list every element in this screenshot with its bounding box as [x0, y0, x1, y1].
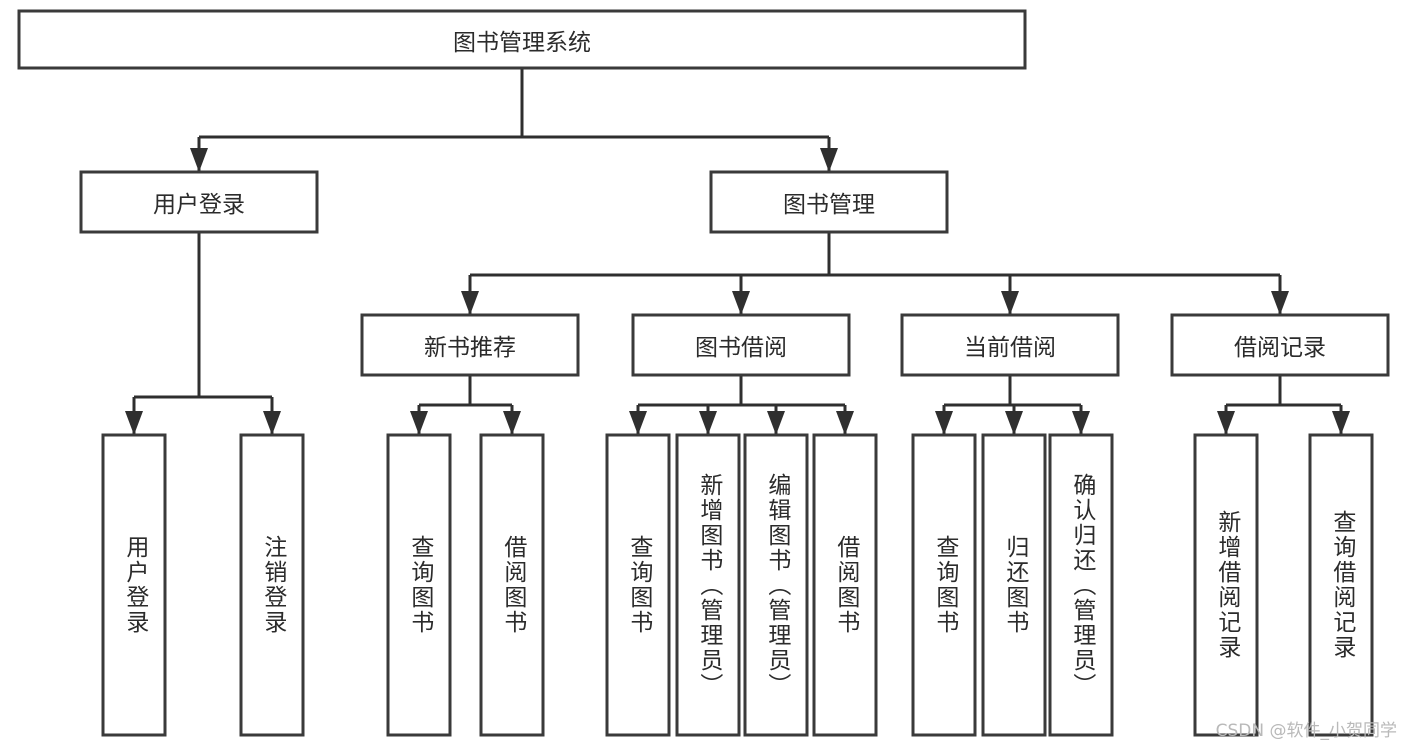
node-box-root[interactable] — [17, 9, 1027, 70]
arrow-head-icon-leaf-query-book-1 — [410, 411, 428, 435]
node-box-new-book-recommend[interactable] — [360, 313, 580, 377]
arrow-head-icon-leaf-borrow-book-1 — [503, 411, 521, 435]
node-box-leaf-query-book-1[interactable] — [386, 433, 452, 737]
node-box-book-borrow[interactable] — [631, 313, 851, 377]
connector-layer — [125, 68, 1350, 435]
arrow-head-icon-leaf-borrow-book-2 — [836, 411, 854, 435]
node-box-book-manage[interactable] — [709, 170, 949, 234]
node-box-leaf-return-book[interactable] — [981, 433, 1047, 737]
node-box-layer — [17, 9, 1390, 737]
arrow-head-icon-leaf-add-book — [699, 411, 717, 435]
node-box-leaf-add-book[interactable] — [675, 433, 741, 737]
node-box-leaf-query-record[interactable] — [1308, 433, 1374, 737]
arrow-head-icon-leaf-return-book — [1005, 411, 1023, 435]
arrow-head-icon-leaf-query-record — [1332, 411, 1350, 435]
arrow-head-icon-leaf-confirm-return — [1072, 411, 1090, 435]
node-box-leaf-borrow-book-2[interactable] — [812, 433, 878, 737]
node-box-leaf-user-login[interactable] — [101, 433, 167, 737]
arrow-head-icon-book-borrow — [732, 291, 750, 315]
node-box-leaf-edit-book[interactable] — [743, 433, 809, 737]
node-box-leaf-add-record[interactable] — [1193, 433, 1259, 737]
arrow-head-icon-leaf-add-record — [1217, 411, 1235, 435]
arrow-head-icon-user-login — [190, 148, 208, 172]
arrow-head-icon-leaf-edit-book — [767, 411, 785, 435]
arrow-head-icon-leaf-user-login — [125, 411, 143, 435]
arrow-head-icon-leaf-logout — [263, 411, 281, 435]
arrow-head-icon-new-book-recommend — [461, 291, 479, 315]
arrow-head-icon-leaf-query-book-3 — [935, 411, 953, 435]
node-box-current-borrow[interactable] — [900, 313, 1120, 377]
node-box-leaf-confirm-return[interactable] — [1048, 433, 1114, 737]
arrow-head-icon-book-manage — [820, 148, 838, 172]
node-box-leaf-borrow-book-1[interactable] — [479, 433, 545, 737]
node-box-leaf-logout[interactable] — [239, 433, 305, 737]
arrow-head-icon-current-borrow — [1001, 291, 1019, 315]
node-box-leaf-query-book-2[interactable] — [605, 433, 671, 737]
arrow-head-icon-borrow-record — [1271, 291, 1289, 315]
node-box-leaf-query-book-3[interactable] — [911, 433, 977, 737]
node-box-borrow-record[interactable] — [1170, 313, 1390, 377]
node-box-user-login[interactable] — [79, 170, 319, 234]
arrow-head-icon-leaf-query-book-2 — [629, 411, 647, 435]
